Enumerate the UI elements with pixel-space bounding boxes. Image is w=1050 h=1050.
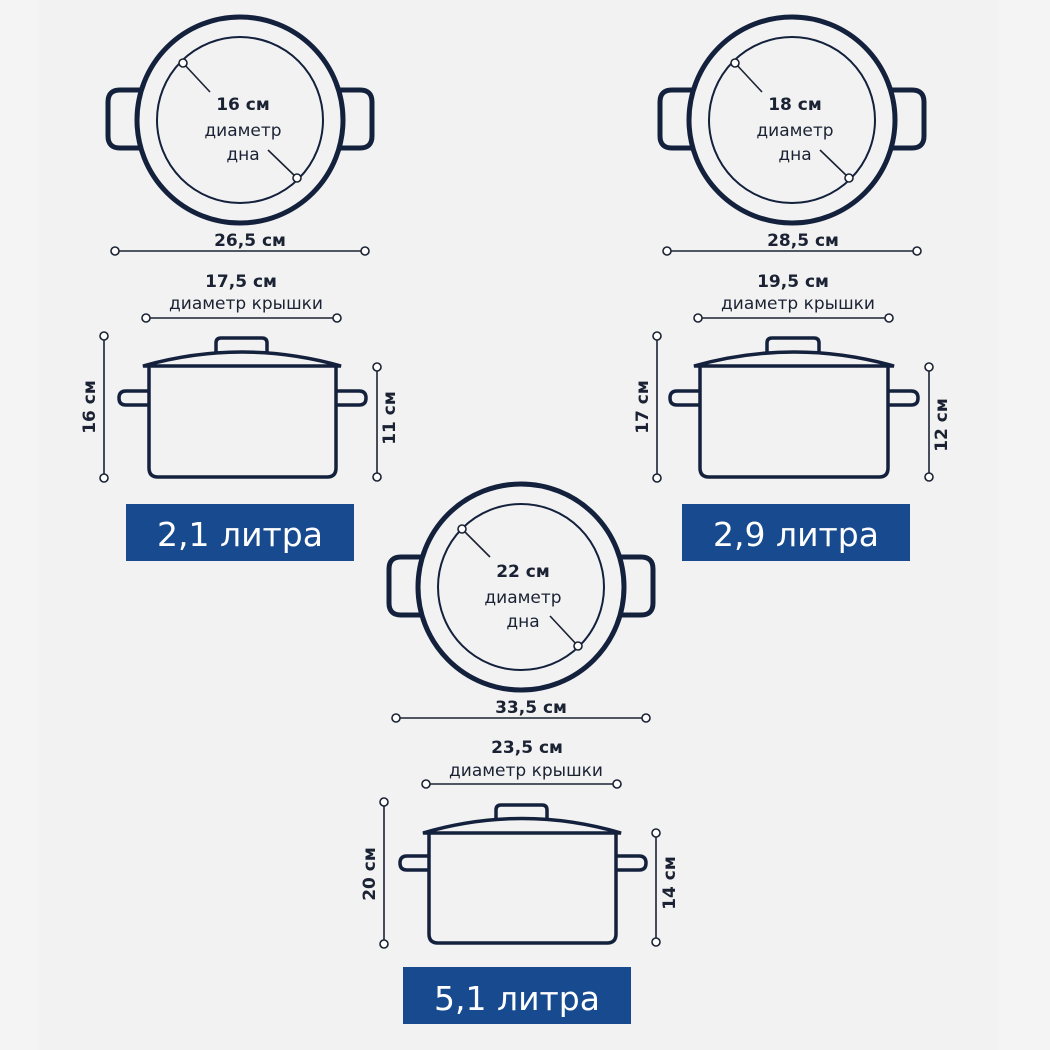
- pot-1-top-view: 16 см диаметр дна: [105, 14, 375, 226]
- pot-1-base-diameter: 16 см: [216, 95, 270, 115]
- pot-2-base-circle: [708, 36, 876, 204]
- pot-3-side-right-handle: [616, 854, 648, 872]
- pot-3-body: [427, 833, 618, 945]
- pot-1-volume: 2,1 литра: [157, 515, 323, 554]
- pot-3-height-dimensions: 20 см 14 см: [360, 797, 680, 949]
- pot-2-diameter-dot: [844, 173, 854, 183]
- pot-3-right-handle: [619, 554, 656, 618]
- pot-2-right-handle: [890, 87, 927, 151]
- pot-1-body: [147, 366, 338, 479]
- pot-3-lid: [422, 816, 622, 835]
- pot-5-1-liter: 22 см диаметр дна 33,5 см 23,5 см диамет…: [360, 481, 680, 1024]
- pot-3-rim-circle: [415, 481, 627, 693]
- pot-3-diameter-dot: [573, 641, 583, 651]
- pot-2-lid-dimension: 19,5 см диаметр крышки: [693, 272, 894, 323]
- pot-3-total-height: 20 см: [360, 847, 380, 901]
- pot-3-diameter-line-a: [461, 528, 491, 558]
- pot-1-volume-badge: 2,1 литра: [126, 504, 354, 561]
- pot-3-body-height: 14 см: [660, 856, 680, 910]
- pot-1-body-height: 11 см: [380, 391, 400, 445]
- pot-1-lid-diameter: 17,5 см: [205, 272, 277, 292]
- pot-3-diameter-dot: [457, 524, 467, 534]
- pot-2-base-label-1: диаметр: [756, 121, 833, 141]
- pot-2-volume: 2,9 литра: [713, 515, 879, 554]
- pot-1-right-handle: [338, 87, 375, 151]
- pot-2-body-height: 12 см: [932, 398, 952, 452]
- pot-1-diameter-line-a: [182, 62, 211, 93]
- pot-3-side-left-handle: [398, 854, 429, 872]
- pot-2-rim-circle: [686, 14, 898, 226]
- pot-1-lid-dimension: 17,5 см диаметр крышки: [141, 272, 342, 323]
- pot-2-outer-width: 28,5 см: [767, 231, 839, 251]
- pot-1-diameter-line-b: [267, 149, 298, 179]
- pot-2-base-label-2: дна: [778, 145, 811, 165]
- pot-1-base-label-2: дна: [226, 145, 259, 165]
- pot-1-height-dimensions: 16 см 11 см: [80, 331, 400, 483]
- pot-2-1-liter: 16 см диаметр дна 26,5 см 17,5 см диамет…: [80, 14, 400, 561]
- pot-2-lid-diameter: 19,5 см: [757, 272, 829, 292]
- pot-1-side-view: [117, 336, 368, 479]
- pot-2-side-left-handle: [668, 389, 700, 407]
- pot-3-base-circle: [437, 503, 605, 671]
- pot-3-outer-width: 33,5 см: [495, 698, 567, 718]
- pot-2-total-height: 17 см: [633, 380, 653, 434]
- pot-2-side-right-handle: [888, 389, 920, 407]
- pot-3-side-view: [398, 803, 648, 945]
- pot-3-diameter-line-b: [549, 615, 579, 647]
- pot-1-diameter-dot: [292, 173, 302, 183]
- pot-2-body: [698, 366, 890, 479]
- pot-3-lid-dimension: 23,5 см диаметр крышки: [421, 738, 622, 789]
- pot-3-lid-knob: [494, 803, 549, 819]
- pot-2-diameter-line-a: [734, 62, 763, 93]
- pot-1-left-handle: [105, 87, 142, 151]
- pot-3-lid-label: диаметр крышки: [449, 761, 603, 781]
- pot-2-top-view: 18 см диаметр дна: [657, 14, 927, 226]
- pot-3-outer-width-dimension: 33,5 см: [391, 698, 651, 723]
- pot-1-lid: [142, 350, 342, 368]
- pot-2-lid: [693, 350, 895, 368]
- pot-2-volume-badge: 2,9 литра: [682, 504, 910, 561]
- pot-3-base-label-2: дна: [506, 612, 539, 632]
- pot-2-diameter-dot: [730, 58, 740, 68]
- pot-2-lid-knob: [765, 336, 821, 352]
- pot-1-side-right-handle: [336, 389, 368, 407]
- pot-1-outer-width-dimension: 26,5 см: [110, 231, 370, 256]
- pot-1-base-label-1: диаметр: [204, 121, 281, 141]
- pot-2-base-diameter: 18 см: [768, 95, 822, 115]
- pot-3-lid-diameter: 23,5 см: [491, 738, 563, 758]
- pot-2-9-liter: 18 см диаметр дна 28,5 см 19,5 см диамет…: [633, 14, 952, 561]
- pot-3-top-view: 22 см диаметр дна: [386, 481, 656, 693]
- pot-1-lid-knob: [214, 336, 269, 352]
- pot-2-outer-width-dimension: 28,5 см: [662, 231, 922, 256]
- pot-1-total-height: 16 см: [80, 380, 100, 434]
- pot-1-rim-circle: [134, 14, 346, 226]
- pot-2-left-handle: [657, 87, 694, 151]
- pot-1-lid-label: диаметр крышки: [169, 294, 323, 314]
- pot-3-base-label-1: диаметр: [484, 588, 561, 608]
- pot-3-volume-badge: 5,1 литра: [403, 967, 631, 1024]
- pot-2-diameter-line-b: [819, 149, 850, 179]
- pot-1-outer-width: 26,5 см: [214, 231, 286, 251]
- pot-3-base-diameter: 22 см: [496, 562, 550, 582]
- pot-2-side-view: [668, 336, 920, 479]
- pot-1-diameter-dot: [178, 58, 188, 68]
- pot-2-height-dimensions: 17 см 12 см: [633, 331, 952, 483]
- pot-1-base-circle: [156, 36, 324, 204]
- pot-3-left-handle: [386, 554, 423, 618]
- pot-2-lid-label: диаметр крышки: [721, 294, 875, 314]
- pot-3-volume: 5,1 литра: [434, 979, 600, 1018]
- pot-1-side-left-handle: [117, 389, 149, 407]
